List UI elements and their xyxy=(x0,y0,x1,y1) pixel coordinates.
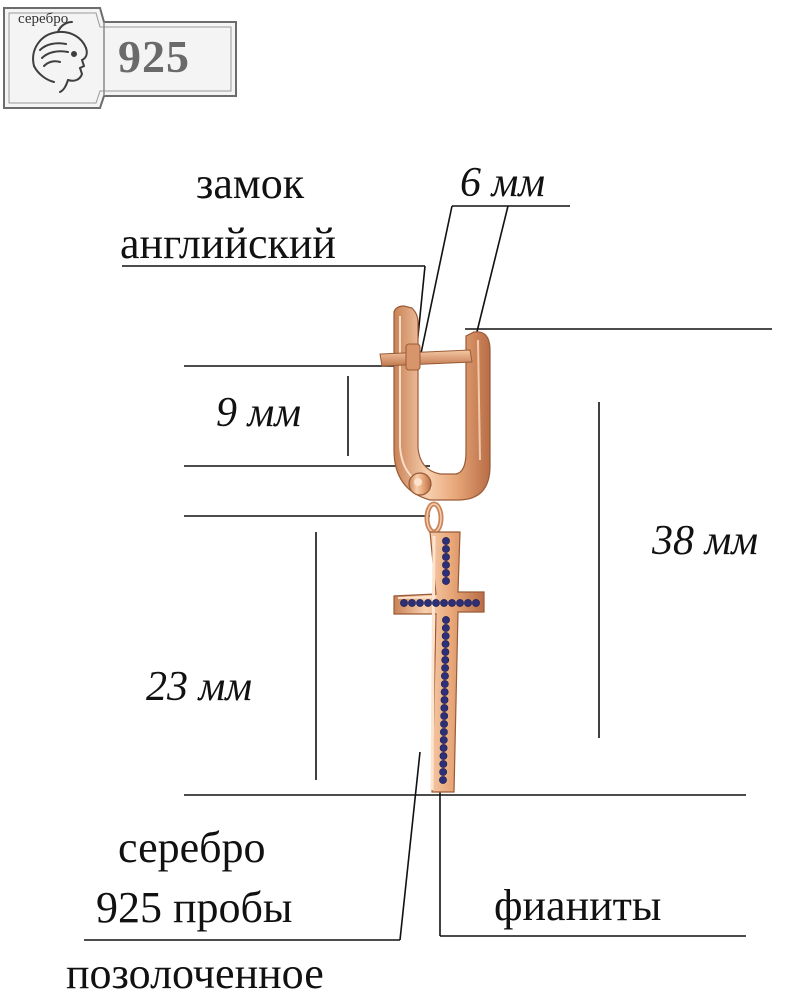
cubic-zirconia-stones xyxy=(400,537,480,784)
stone xyxy=(439,744,448,752)
hallmark-caption: серебро xyxy=(18,11,69,27)
stone xyxy=(441,656,450,664)
stone xyxy=(442,569,450,577)
stone xyxy=(441,632,450,640)
stone xyxy=(442,561,450,569)
lock-latch xyxy=(379,349,473,367)
hook-height-label: 9 мм xyxy=(216,390,302,436)
stone xyxy=(439,776,447,784)
stone xyxy=(439,768,448,776)
stone xyxy=(441,624,450,632)
stone xyxy=(441,672,449,680)
stone xyxy=(440,704,449,712)
metal-label-line1: серебро xyxy=(118,823,266,872)
stone xyxy=(439,752,448,760)
coating-leader xyxy=(399,751,421,941)
stone xyxy=(441,664,449,672)
lock-label-line1: замок xyxy=(196,159,305,208)
stone xyxy=(440,680,449,688)
stones-label: фианиты xyxy=(494,881,662,930)
stone xyxy=(440,696,449,704)
coating-label: позолоченное xyxy=(66,949,324,998)
stone xyxy=(432,599,440,607)
stone xyxy=(424,599,432,607)
earring xyxy=(379,305,491,793)
stone xyxy=(440,712,449,720)
stone xyxy=(439,760,448,768)
stone xyxy=(416,599,424,607)
stone xyxy=(442,545,450,553)
stone xyxy=(442,616,450,624)
stone xyxy=(442,537,450,545)
stone xyxy=(440,599,448,607)
stone xyxy=(441,648,450,656)
pendant-length-label: 23 мм xyxy=(146,664,253,710)
stone xyxy=(441,640,450,648)
stone xyxy=(408,599,416,607)
stone xyxy=(456,599,464,607)
cross-pendant xyxy=(393,531,485,793)
stone xyxy=(439,736,448,744)
stone xyxy=(442,577,450,585)
stone xyxy=(439,728,448,736)
stone xyxy=(440,720,448,728)
stone xyxy=(472,599,480,607)
lock-label-line2: английский xyxy=(120,219,336,268)
stone xyxy=(448,599,456,607)
width-leader-left xyxy=(419,205,453,359)
lock-width-label: 6 мм xyxy=(460,160,546,206)
stone xyxy=(440,688,449,696)
hallmark-number: 925 xyxy=(118,31,190,82)
stone xyxy=(464,599,472,607)
stone xyxy=(400,599,408,607)
total-length-label: 38 мм xyxy=(652,518,759,564)
metal-label-line2: 925 пробы xyxy=(96,883,293,932)
stone xyxy=(442,553,450,561)
goddess-head-icon xyxy=(32,21,88,93)
hallmark-badge xyxy=(3,7,237,109)
